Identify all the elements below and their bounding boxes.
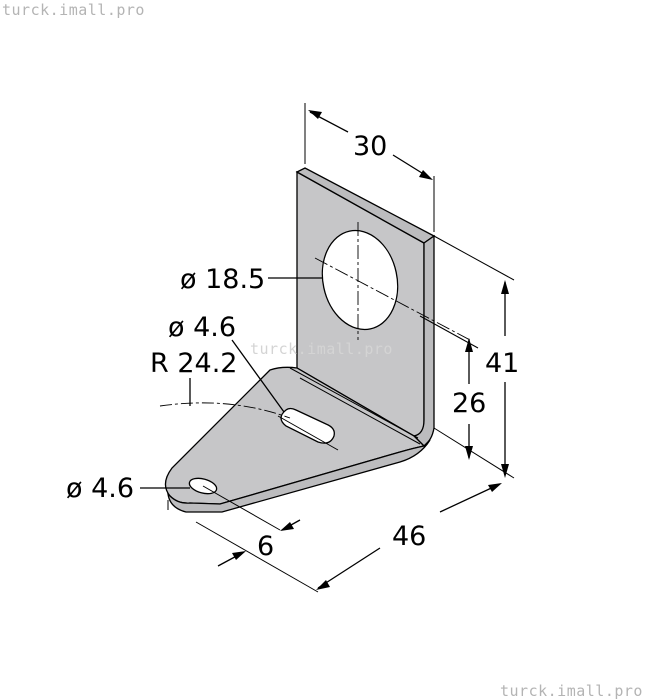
dim-hole-small: ø 4.6 [66,473,134,504]
dimension-lines [140,103,515,593]
dim-width-30: 30 [353,131,387,162]
watermark-bottom-right: turck.imall.pro [500,682,643,700]
slot-hole [280,407,335,444]
bracket-body [164,167,471,513]
bend-line-1 [289,367,419,439]
large-hole [321,229,399,331]
dim-hole-large: ø 18.5 [180,264,265,295]
dim-height-41: 41 [485,348,519,379]
dim-height-26: 26 [452,388,486,419]
dim-offset-6: 6 [257,531,274,562]
watermark-center: turck.imall.pro [250,340,393,358]
base-plate-front-edge [167,439,431,513]
dim-slot: ø 4.6 [168,312,236,343]
radius-arc [159,402,291,419]
large-hole-centerline-d [314,257,471,341]
bend-line-2 [299,377,421,445]
slot-centerline [277,415,339,451]
dim-length-46: 46 [392,521,426,552]
dim-radius: R 24.2 [150,348,237,379]
watermark-top-left: turck.imall.pro [2,1,145,19]
